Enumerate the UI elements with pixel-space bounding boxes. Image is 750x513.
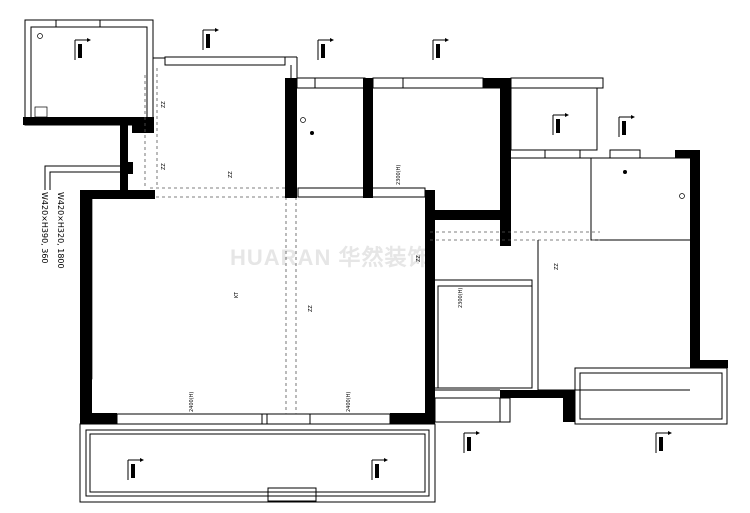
label-zz-2: ZZ	[308, 305, 314, 312]
label-kt-1: KT	[234, 291, 240, 298]
right-lower-rooms	[430, 231, 728, 425]
note-line-2: W420×H390, 360	[40, 192, 49, 264]
label-zz-1: ZZ	[228, 171, 234, 178]
label-h2400-2: 2400(H)	[346, 392, 352, 412]
outlet-marker	[618, 115, 635, 137]
watermark: HUARAN 华然装饰	[230, 245, 430, 270]
annotations: ZZ KT ZZ ZZ ZZ ZZ ZZ 2400(H) 2400(H) 230…	[161, 101, 560, 412]
right-upper-room	[510, 77, 700, 360]
label-h2300-1: 2300(H)	[396, 165, 402, 185]
outlet-markers	[74, 28, 672, 480]
label-zz-5: ZZ	[416, 255, 422, 262]
middle-rooms	[285, 77, 511, 246]
label-zz-6: ZZ	[554, 263, 560, 270]
outlet-marker	[202, 28, 219, 50]
outlet-marker	[432, 38, 449, 60]
note-line-1: W420×H320, 1800	[56, 192, 65, 269]
outlet-marker	[127, 458, 144, 480]
label-h2300-2: 2300(H)	[458, 288, 464, 308]
outlet-marker	[552, 113, 569, 135]
bottom-balcony	[79, 423, 436, 503]
outlet-marker	[463, 431, 480, 453]
outlet-marker	[371, 458, 388, 480]
note-callout: W420×H320, 1800 W420×H390, 360	[40, 165, 123, 269]
outlet-marker	[74, 38, 91, 60]
outlet-marker	[655, 431, 672, 453]
label-h2400-1: 2400(H)	[189, 392, 195, 412]
label-zz-3: ZZ	[161, 101, 167, 108]
label-zz-4: ZZ	[161, 163, 167, 170]
outlet-marker	[317, 38, 334, 60]
top-left-balcony	[23, 19, 165, 133]
living-dining-walls	[80, 187, 435, 425]
